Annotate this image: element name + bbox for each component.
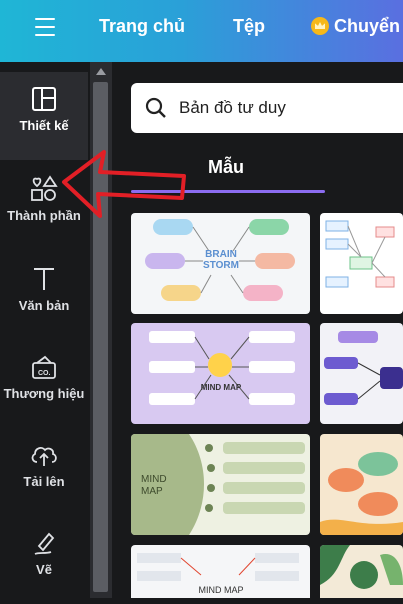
top-bar: Trang chủ Tệp Chuyển — [0, 0, 403, 62]
sidebar-item-uploads[interactable]: Tải lên — [0, 428, 88, 516]
tab-active-indicator — [131, 190, 325, 193]
nav-upgrade[interactable]: Chuyển — [311, 16, 400, 37]
sidebar: Thiết kế Thành phần Văn bản CO. Thương h… — [0, 62, 88, 598]
sidebar-item-label: Vẽ — [36, 562, 52, 577]
nav-home[interactable]: Trang chủ — [99, 16, 186, 36]
template-thumbnail — [325, 220, 395, 288]
template-thumbnail — [131, 434, 305, 535]
nav-upgrade-label: Chuyển — [334, 16, 401, 36]
sidebar-item-label: Thương hiệu — [3, 386, 85, 401]
template-title: MIND MAP — [141, 474, 167, 497]
draw-pen-icon — [34, 532, 55, 555]
template-thumbnail — [320, 452, 403, 535]
sidebar-scrollbar[interactable] — [90, 62, 112, 598]
template-thumbnail — [137, 553, 299, 581]
sidebar-item-text[interactable]: Văn bản — [0, 252, 88, 340]
template-title: MIND MAP — [198, 585, 244, 595]
sidebar-item-draw[interactable]: Vẽ — [0, 516, 88, 604]
template-card[interactable]: BRAIN STORM — [131, 213, 310, 314]
template-card[interactable]: MIND MAP — [131, 434, 310, 535]
template-card[interactable] — [320, 545, 403, 598]
annotation-arrow-icon — [62, 150, 186, 218]
template-card[interactable] — [320, 323, 403, 424]
template-card[interactable]: MIND MAP — [131, 323, 310, 424]
template-title: BRAIN STORM — [203, 249, 239, 271]
nav-file[interactable]: Tệp — [233, 16, 266, 36]
scroll-up-arrow-icon[interactable] — [96, 68, 106, 75]
template-card[interactable] — [320, 434, 403, 535]
search-value: Bản đồ tư duy — [179, 98, 286, 117]
scroll-thumb[interactable] — [93, 82, 108, 592]
search-input[interactable]: Bản đồ tư duy — [131, 83, 403, 133]
upload-cloud-icon — [31, 447, 57, 466]
sidebar-item-brand[interactable]: CO. Thương hiệu — [0, 340, 88, 428]
layout-icon — [32, 87, 56, 111]
menu-icon[interactable] — [35, 18, 55, 36]
template-thumbnail — [149, 331, 295, 405]
svg-text:CO.: CO. — [38, 370, 51, 377]
template-card[interactable]: MIND MAP — [131, 545, 310, 598]
template-thumbnail — [320, 545, 403, 589]
sidebar-item-elements[interactable]: Thành phần — [0, 160, 88, 248]
template-thumbnail — [324, 331, 403, 405]
template-card[interactable] — [320, 213, 403, 314]
crown-icon — [311, 17, 329, 35]
template-title: MIND MAP — [200, 383, 242, 392]
search-icon — [145, 97, 166, 118]
elements-panel: Bản đồ tư duy Mẫu BRAIN STORM — [112, 62, 403, 598]
brand-kit-icon: CO. — [32, 355, 56, 379]
shapes-icon — [31, 175, 58, 201]
text-icon — [34, 268, 54, 290]
template-thumbnail — [145, 219, 295, 301]
sidebar-item-design[interactable]: Thiết kế — [0, 72, 88, 160]
sidebar-item-label: Thành phần — [7, 208, 81, 223]
sidebar-item-label: Văn bản — [18, 298, 70, 313]
tab-templates[interactable]: Mẫu — [208, 157, 244, 177]
sidebar-item-label: Tải lên — [23, 474, 65, 489]
sidebar-item-label: Thiết kế — [19, 118, 69, 133]
